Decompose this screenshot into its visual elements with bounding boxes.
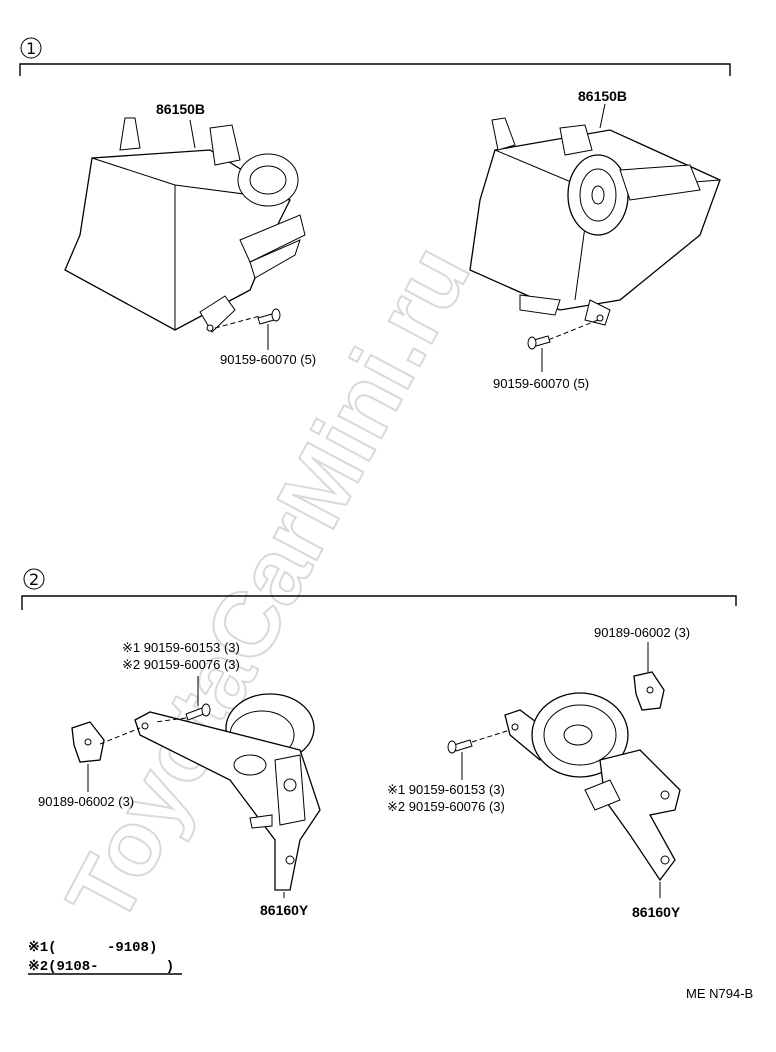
watermark-text: ToyotaCarMini.ru	[48, 230, 490, 940]
screw-left-2	[185, 703, 211, 721]
label-screw-left-1: 90159-60070 (5)	[220, 352, 316, 367]
label-part-right-2: 86160Y	[632, 904, 681, 920]
label-part-left-2: 86160Y	[260, 902, 309, 918]
legend-line-1: ※1( -9108)	[28, 940, 157, 956]
nut-left-2	[71, 721, 105, 763]
screw-left-1	[257, 308, 281, 325]
horn-assembly-right	[469, 117, 721, 326]
section-2: 2 ※1 90159-60153 (3) ※2 90159-60076 (3)	[21, 568, 737, 920]
label-nut-right-2: 90189-06002 (3)	[594, 625, 690, 640]
label-part-left-1: 86150B	[156, 101, 205, 117]
diagram-code: ME N794-B	[686, 986, 753, 1001]
nut-right-2	[633, 671, 665, 711]
section-2-marker	[23, 568, 45, 590]
horn-assembly-left	[64, 117, 306, 333]
leader-left-part	[189, 119, 196, 149]
horn-left-2	[134, 693, 321, 891]
dash-right-screw-2	[471, 729, 511, 743]
label-screw-right-2a: ※1 90159-60153 (3)	[387, 782, 505, 797]
leader-right-part	[599, 103, 606, 129]
label-nut-left-2: 90189-06002 (3)	[38, 794, 134, 809]
section-1-marker	[20, 37, 42, 59]
label-screw-right-2b: ※2 90159-60076 (3)	[387, 799, 505, 814]
label-screw-right-1: 90159-60070 (5)	[493, 376, 589, 391]
section-1-number: 1	[26, 39, 36, 58]
dash-left-nut	[99, 727, 141, 745]
section-1: 1 86150B 90159-60070 (5)	[19, 37, 731, 391]
label-screw-left-2a: ※1 90159-60153 (3)	[122, 640, 240, 655]
dash-right-screw	[547, 319, 599, 341]
label-screw-left-2b: ※2 90159-60076 (3)	[122, 657, 240, 672]
watermark: ToyotaCarMini.ru	[47, 229, 491, 941]
section-2-number: 2	[29, 570, 39, 589]
section-2-bracket	[21, 595, 737, 610]
section-1-bracket	[19, 63, 731, 76]
legend: ※1( -9108) ※2(9108- )	[28, 940, 182, 975]
horn-right-2	[504, 692, 681, 882]
screw-right-2	[447, 739, 473, 754]
legend-line-2: ※2(9108- )	[28, 959, 174, 975]
screw-right-1	[527, 335, 551, 350]
dash-left-screw-2	[154, 717, 187, 723]
label-part-right-1: 86150B	[578, 88, 627, 104]
